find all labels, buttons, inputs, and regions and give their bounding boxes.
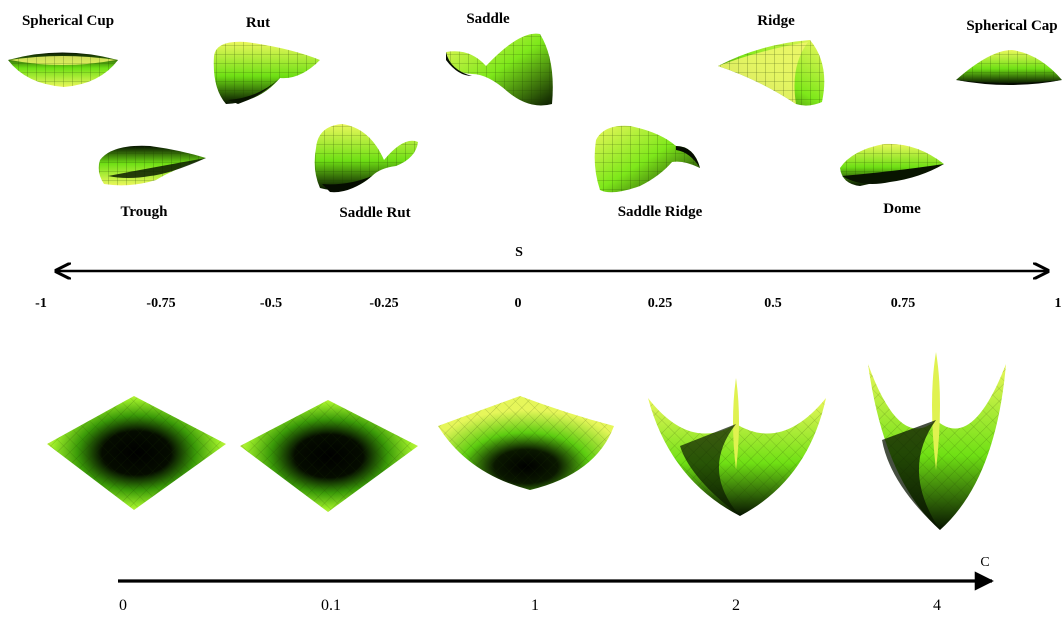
s-tick-label: -1 <box>35 296 47 311</box>
shape-label-saddle-ridge: Saddle Ridge <box>618 204 703 220</box>
c-tick-label: 0.1 <box>321 597 341 614</box>
saddle-ridge-surface <box>594 125 700 193</box>
shape-label-spherical-cap: Spherical Cap <box>966 18 1057 34</box>
spherical-cup-surface <box>8 52 118 87</box>
c-tick-label: 2 <box>732 597 740 614</box>
ridge-surface <box>718 40 825 106</box>
c-tick-label: 1 <box>531 597 539 614</box>
c-axis-name: C <box>980 555 989 570</box>
curvedness-1-surface <box>438 396 614 490</box>
shape-label-ridge: Ridge <box>757 13 795 29</box>
spherical-cap-surface <box>956 50 1062 85</box>
rut-surface <box>213 41 320 104</box>
shape-label-spherical-cup: Spherical Cup <box>22 13 114 29</box>
s-tick-label: -0.75 <box>146 296 175 311</box>
s-tick-label: -0.25 <box>369 296 398 311</box>
s-tick-label: -0.5 <box>260 296 282 311</box>
c-tick-label: 4 <box>933 597 941 614</box>
shape-label-saddle-rut: Saddle Rut <box>339 205 410 221</box>
saddle-rut-surface <box>314 124 418 193</box>
curvedness-0.1-surface <box>240 400 418 512</box>
shape-label-dome: Dome <box>883 201 921 217</box>
trough-surface <box>98 145 206 186</box>
dome-surface <box>840 143 944 186</box>
s-tick-label: 1 <box>1055 296 1062 311</box>
s-axis-ticks: -1 -0.75 -0.5 -0.25 0 0.25 0.5 0.75 1 <box>35 296 1061 311</box>
shape-label-trough: Trough <box>121 204 169 220</box>
s-tick-label: 0.5 <box>764 296 782 311</box>
s-tick-label: 0 <box>515 296 522 311</box>
c-tick-label: 0 <box>119 597 127 614</box>
shape-label-rut: Rut <box>246 15 270 31</box>
saddle-surface <box>446 33 553 106</box>
s-tick-label: 0.25 <box>648 296 673 311</box>
curvedness-4-surface <box>868 352 1006 530</box>
curvedness-2-surface <box>648 378 826 516</box>
s-tick-label: 0.75 <box>891 296 916 311</box>
c-axis-ticks: 0 0.1 1 2 4 <box>119 597 941 614</box>
s-axis-name: S <box>515 245 523 260</box>
shape-label-saddle: Saddle <box>466 11 510 27</box>
curvedness-0-surface <box>47 396 226 510</box>
